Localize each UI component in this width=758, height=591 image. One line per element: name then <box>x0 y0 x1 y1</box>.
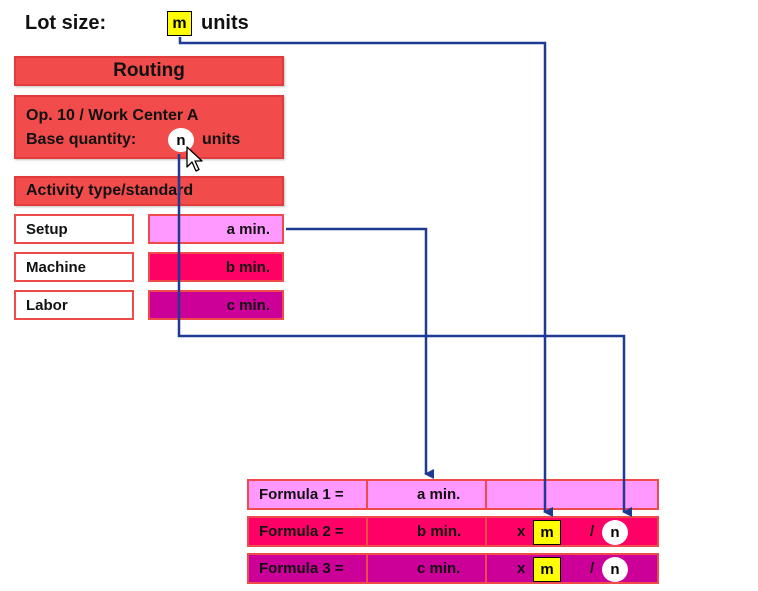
activity-header-label: Activity type/standard <box>26 182 194 199</box>
activity-machine-value: b min. <box>148 252 284 282</box>
routing-header: Routing <box>14 56 284 86</box>
lot-size-units: units <box>201 12 249 34</box>
activity-header: Activity type/standard <box>14 176 284 206</box>
activity-setup-label: Setup <box>14 214 134 244</box>
formula-3-divider <box>366 555 368 582</box>
base-quantity-units: units <box>202 131 241 148</box>
formula-2-n-bubble: n <box>602 520 628 545</box>
formula-2-m-box: m <box>533 520 561 545</box>
lot-size-m-box: m <box>167 11 192 36</box>
arrow-setup-to-formula-1 <box>286 227 434 479</box>
formula-1-divider <box>366 481 368 508</box>
formula-2-divider <box>366 518 368 545</box>
operation-line: Op. 10 / Work Center A <box>26 107 199 124</box>
activity-setup-value: a min. <box>148 214 284 244</box>
activity-machine-label: Machine <box>14 252 134 282</box>
mouse-pointer-icon <box>186 146 203 172</box>
lot-size-label: Lot size: <box>25 12 107 34</box>
operation-box: Op. 10 / Work Center A Base quantity: n … <box>14 95 284 159</box>
formula-row-3: Formula 3 = c min. x m / n <box>247 553 659 584</box>
arrow-base-n-to-n <box>177 154 632 517</box>
formula-3-n-bubble: n <box>602 557 628 582</box>
formula-1-label: Formula 1 = <box>259 486 344 503</box>
formula-2-divider-2 <box>485 518 487 545</box>
formula-2-slash: / <box>590 523 595 540</box>
formula-3-divider-2 <box>485 555 487 582</box>
formula-row-1: Formula 1 = a min. <box>247 479 659 510</box>
base-quantity-label: Base quantity: <box>26 131 137 148</box>
formula-2-times: x <box>517 523 526 540</box>
formula-row-2: Formula 2 = b min. x m / n <box>247 516 659 547</box>
formula-1-standard: a min. <box>417 486 461 503</box>
formula-2-standard: b min. <box>417 523 462 540</box>
activity-labor-value: c min. <box>148 290 284 320</box>
formula-3-slash: / <box>590 560 595 577</box>
activity-labor-label: Labor <box>14 290 134 320</box>
formula-3-times: x <box>517 560 526 577</box>
routing-title: Routing <box>113 60 185 81</box>
formula-1-divider-2 <box>485 481 487 508</box>
formula-2-label: Formula 2 = <box>259 523 344 540</box>
formula-3-m-box: m <box>533 557 561 582</box>
formula-3-standard: c min. <box>417 560 461 577</box>
formula-3-label: Formula 3 = <box>259 560 344 577</box>
